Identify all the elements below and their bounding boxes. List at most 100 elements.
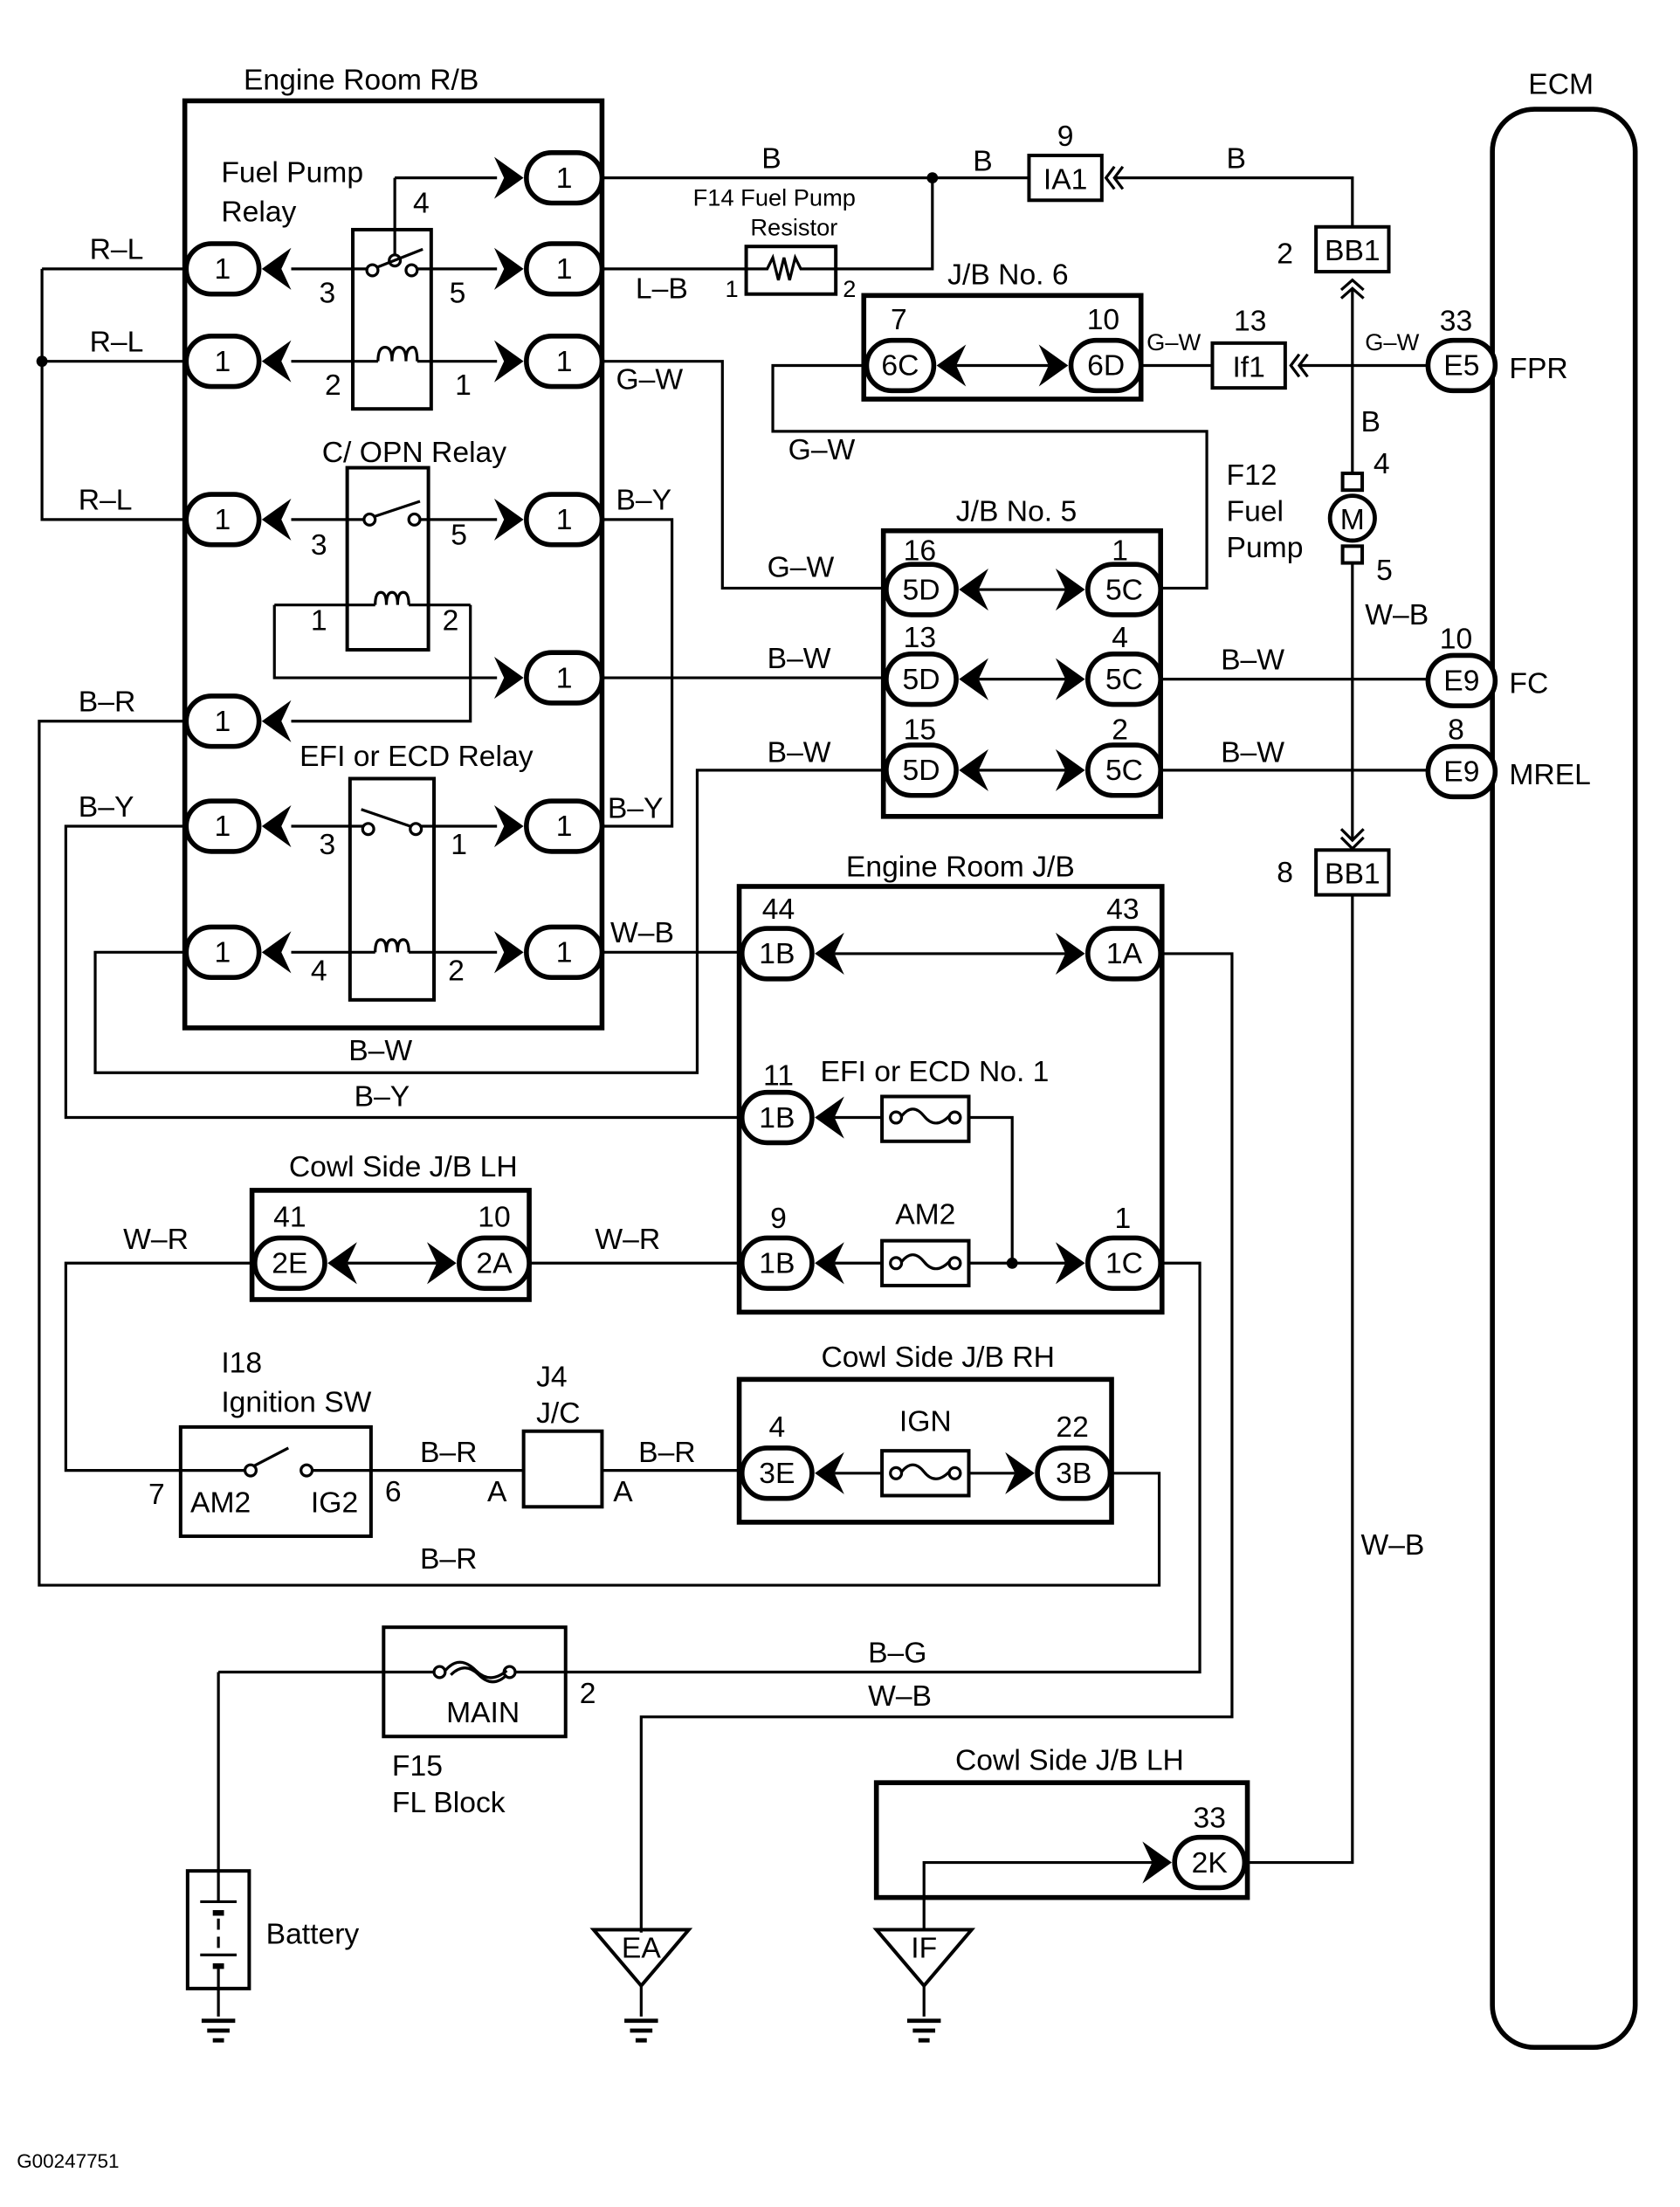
fl-block: MAIN 2 F15 FL Block B–G W–B bbox=[218, 1625, 932, 1819]
pin-label: 6 bbox=[385, 1476, 402, 1508]
pin-label: 1 bbox=[1115, 1203, 1132, 1235]
fuse-label: EFI or ECD No. 1 bbox=[821, 1056, 1050, 1088]
connector-label: E9 bbox=[1443, 756, 1479, 789]
component-id: I18 bbox=[221, 1347, 262, 1379]
jb5-row: 15 2 5D 5C bbox=[884, 714, 1163, 798]
jb-title: J/B No. 5 bbox=[956, 495, 1077, 528]
relay-label: EFI or ECD Relay bbox=[300, 741, 534, 773]
pin-label: 4 bbox=[1374, 448, 1390, 480]
rb-term: 1 bbox=[556, 937, 573, 969]
rb-right-terminals: 1 1 1 1 1 1 1 bbox=[524, 149, 605, 980]
pin-label: 1 bbox=[1112, 535, 1128, 567]
connector-label: 2E bbox=[272, 1248, 307, 1280]
rb-term: 1 bbox=[215, 937, 231, 969]
ground-icon bbox=[906, 2018, 941, 2043]
pin-label: 4 bbox=[1112, 622, 1128, 654]
wire-label: L–B bbox=[636, 273, 688, 306]
wire-label: B–Y bbox=[355, 1081, 410, 1114]
wire-label: R–L bbox=[90, 234, 144, 266]
efi-relay: EFI or ECD Relay 3 1 4 2 bbox=[291, 741, 534, 1002]
if1-connector: 13 If1 G–W bbox=[1210, 305, 1429, 390]
ground-label: IF bbox=[911, 1933, 937, 1965]
jb5-row: 16 1 5D 5C bbox=[884, 535, 1163, 617]
pin-label: 9 bbox=[770, 1203, 787, 1235]
fuel-pump-column: 2 BB1 B 4 M 5 F12 Fuel Pump W–B 8 BB1 W–… bbox=[1227, 224, 1429, 1865]
ecm-signal: FC bbox=[1509, 668, 1548, 700]
pin-label: A bbox=[613, 1476, 633, 1508]
pin-label: A bbox=[487, 1476, 507, 1508]
rb-term: 1 bbox=[556, 810, 573, 843]
wire-label: G–W bbox=[788, 434, 856, 466]
fuel-pump-relay: Fuel Pump Relay 4 3 5 2 1 bbox=[221, 156, 498, 411]
wire-label: B–W bbox=[768, 736, 831, 769]
fuel-pump-resistor: F14 Fuel Pump Resistor 1 2 bbox=[693, 184, 857, 302]
connector-label: E5 bbox=[1443, 350, 1479, 383]
jb-no-5: J/B No. 5 16 1 5D 5C 13 4 5D 5C 15 2 bbox=[880, 495, 1429, 819]
fuel-pump-label: Fuel bbox=[1227, 495, 1284, 528]
pin-label: 16 bbox=[904, 535, 936, 567]
cowl-side-jb-lh-top: Cowl Side J/B LH 41 10 2E 2A W–R W–R bbox=[64, 1151, 742, 1472]
pin-label: 2 bbox=[580, 1678, 596, 1710]
wire-label: W–R bbox=[595, 1224, 660, 1256]
wire-label: W–R bbox=[123, 1224, 189, 1256]
engine-room-jb: Engine Room J/B 44 43 1B 1A 11 EFI or EC… bbox=[567, 852, 1234, 1933]
ground-icon bbox=[624, 2018, 658, 2043]
fuel-pump-label: Pump bbox=[1227, 532, 1304, 564]
battery: Battery bbox=[185, 1672, 359, 2043]
rb-term: 1 bbox=[215, 810, 231, 843]
pin-label: 7 bbox=[891, 304, 907, 336]
connector-label: BB1 bbox=[1325, 859, 1380, 891]
pin-label: 2 bbox=[448, 955, 465, 987]
pin-label: 2 bbox=[1112, 714, 1128, 747]
pin-label: 1 bbox=[451, 829, 467, 861]
pin-label: 43 bbox=[1106, 893, 1139, 926]
connector-label: 5D bbox=[902, 574, 940, 606]
wire-label: W–B bbox=[868, 1680, 932, 1713]
component-id: J4 bbox=[536, 1361, 568, 1393]
rb-term: 1 bbox=[556, 346, 573, 378]
pin-label: 3 bbox=[311, 529, 327, 562]
ecm-signal: FPR bbox=[1509, 353, 1567, 385]
pin-label: 4 bbox=[413, 188, 430, 220]
wire-label: B bbox=[1227, 142, 1246, 175]
relay-label: Fuel Pump bbox=[221, 156, 363, 189]
wire-label: B bbox=[973, 146, 992, 178]
connector-label: 5C bbox=[1105, 664, 1143, 696]
left-wires: R–L R–L R–L B–R B–R B–Y B–Y B–W bbox=[36, 234, 1161, 1587]
resistor-label: F14 Fuel Pump bbox=[693, 184, 856, 211]
ecm: ECM 33 E5 FPR 10 E9 FC 8 E9 MREL bbox=[1425, 68, 1638, 2051]
rb-left-terminals: 1 1 1 1 1 1 bbox=[183, 241, 262, 980]
cowl-side-jb-lh-bottom: Cowl Side J/B LH 33 2K bbox=[873, 1745, 1250, 1930]
jb-title: J/B No. 6 bbox=[947, 259, 1068, 291]
pin-label: 2 bbox=[443, 605, 459, 638]
pin-label: 2 bbox=[843, 275, 856, 302]
motor-label: M bbox=[1340, 504, 1365, 536]
ignition-switch: I18 Ignition SW 7 6 AM2 IG2 B–R bbox=[148, 1347, 524, 1538]
wire-label: B–R bbox=[420, 1437, 477, 1469]
wire-label: R–L bbox=[79, 485, 133, 517]
junction-connector-j4: J4 J/C A A B–R bbox=[487, 1361, 742, 1509]
wire-label: B–R bbox=[638, 1437, 695, 1469]
pin-label: 5 bbox=[450, 277, 466, 309]
wire-label: B–G bbox=[868, 1637, 926, 1669]
ground-icon bbox=[201, 2018, 236, 2043]
pin-label: 10 bbox=[478, 1202, 510, 1234]
wire-label: G–W bbox=[1365, 328, 1419, 355]
fuel-pump-label: F12 bbox=[1227, 459, 1277, 492]
rb-term: 1 bbox=[215, 253, 231, 286]
connector-label: 3B bbox=[1056, 1458, 1091, 1490]
wire-label: W–B bbox=[1360, 1529, 1424, 1562]
pin-label: 8 bbox=[1448, 714, 1464, 747]
ia1-connector: 9 IA1 B bbox=[1027, 121, 1354, 227]
wire-label: B–Y bbox=[616, 485, 671, 517]
pin-label: 33 bbox=[1194, 1802, 1226, 1834]
wire-label: W–B bbox=[1365, 599, 1429, 631]
connector-label: 5D bbox=[902, 755, 940, 787]
connector-label: 1B bbox=[759, 1102, 795, 1135]
relay-label: C/ OPN Relay bbox=[322, 437, 507, 469]
figure-code: G00247751 bbox=[17, 2150, 119, 2172]
connector-label: 6C bbox=[881, 350, 919, 383]
component-id: F15 bbox=[392, 1750, 443, 1783]
pin-label: 3 bbox=[320, 277, 336, 309]
